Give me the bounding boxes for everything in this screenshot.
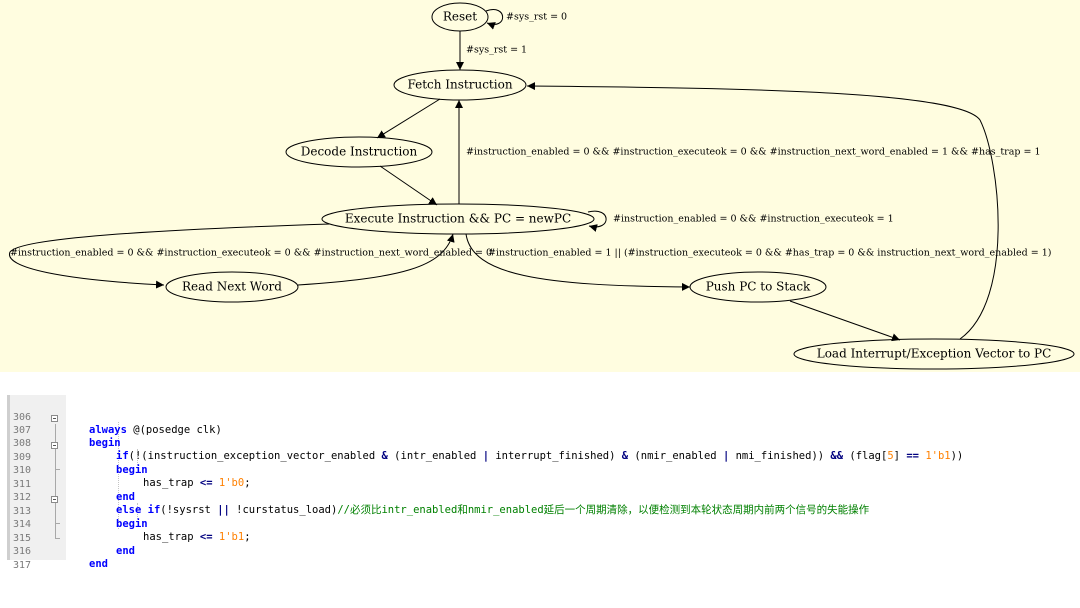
- edge-execute-self-label: #instruction_enabled = 0 && #instruction…: [613, 214, 894, 225]
- code-line-316: 316 end: [0, 532, 1080, 570]
- code-text: end: [89, 558, 108, 570]
- line-number: 308: [13, 438, 32, 449]
- edge-fetch-to-decode: [376, 98, 441, 139]
- code-line-311: 311 end: [0, 465, 1080, 503]
- node-fetch-instruction-label: Fetch Instruction: [407, 78, 512, 92]
- line-number: 310: [13, 465, 32, 476]
- code-line-307: 307 begin: [0, 411, 1080, 449]
- node-decode-instruction: Decode Instruction: [285, 136, 433, 168]
- fold-toggle-line-309[interactable]: [51, 442, 58, 449]
- node-push-pc-to-stack: Push PC to Stack: [689, 271, 827, 303]
- fold-guide-307: [55, 424, 56, 538]
- code-line-308: 308 if(!(instruction_exception_vector_en…: [0, 424, 1080, 462]
- code-text: end: [116, 545, 135, 557]
- code-text: end: [116, 491, 135, 503]
- state-machine-diagram: Reset Fetch Instruction Decode Instructi…: [9, 2, 1075, 370]
- edge-execute-to-push-pc-label: #instruction_enabled = 1 || (#instructio…: [488, 248, 1051, 259]
- code-text: if(!(instruction_exception_vector_enable…: [116, 450, 964, 462]
- code-text: begin: [116, 464, 148, 476]
- line-number: 307: [13, 425, 32, 436]
- state-diagram-panel: Reset Fetch Instruction Decode Instructi…: [0, 0, 1080, 372]
- node-execute-instruction: Execute Instruction && PC = newPC: [321, 203, 595, 235]
- code-line-315: 315 end: [0, 519, 1080, 557]
- edge-reset-to-fetch-label: #sys_rst = 1: [466, 45, 527, 56]
- edge-execute-self: [587, 210, 607, 232]
- edge-reset-self-label: #sys_rst = 0: [506, 12, 567, 23]
- code-text: else if(!sysrst || !curstatus_load)//必须比…: [116, 504, 870, 516]
- fold-end-315: [55, 523, 60, 524]
- edge-reset-self: [485, 9, 503, 30]
- code-text: always @(posedge clk): [89, 424, 222, 436]
- code-line-306: 306 always @(posedge clk): [0, 398, 1080, 436]
- line-number: 316: [13, 546, 32, 557]
- edge-decode-to-execute: [379, 165, 438, 206]
- fold-end-316: [55, 538, 60, 539]
- code-text: has_trap <= 1'b0;: [143, 477, 251, 489]
- indent-guide: [137, 503, 138, 519]
- line-number: 309: [13, 452, 32, 463]
- node-load-vector-label: Load Interrupt/Exception Vector to PC: [817, 347, 1052, 361]
- node-fetch-instruction: Fetch Instruction: [393, 69, 527, 101]
- node-reset: Reset: [431, 2, 489, 32]
- code-comment: //必须比intr_enabled和nmir_enabled延后一个周期清除，以…: [337, 504, 870, 516]
- node-read-next-word-label: Read Next Word: [182, 280, 282, 294]
- edge-push-pc-to-load-vector: [789, 300, 901, 342]
- code-line-317: 317: [0, 546, 1080, 571]
- fold-end-311: [55, 469, 60, 470]
- code-line-313: 313 begin: [0, 492, 1080, 530]
- node-push-pc-to-stack-label: Push PC to Stack: [706, 280, 811, 294]
- indent-guide: [137, 449, 138, 465]
- code-line-312: 312 else if(!sysrst || !curstatus_load)/…: [0, 478, 1080, 516]
- code-line-310: 310 has_trap <= 1'b0;: [0, 451, 1080, 489]
- line-number: 315: [13, 533, 32, 544]
- node-reset-label: Reset: [443, 10, 477, 24]
- line-number-gutter: [7, 395, 66, 560]
- node-read-next-word: Read Next Word: [165, 271, 299, 303]
- edge-execute-to-read-next: [9, 223, 331, 289]
- code-text: begin: [89, 437, 121, 449]
- code-editor: 306 always @(posedge clk) 307 begin 308 …: [0, 395, 1080, 571]
- fold-toggle-line-313[interactable]: [51, 496, 58, 503]
- code-text: begin: [116, 518, 148, 530]
- node-load-vector: Load Interrupt/Exception Vector to PC: [793, 338, 1075, 370]
- node-decode-instruction-label: Decode Instruction: [301, 145, 418, 159]
- line-number: 314: [13, 519, 32, 530]
- line-number: 306: [13, 412, 32, 423]
- line-number: 317: [13, 560, 32, 571]
- line-number: 313: [13, 506, 32, 517]
- code-line-309: 309 begin: [0, 438, 1080, 476]
- line-number: 312: [13, 492, 32, 503]
- node-execute-instruction-label: Execute Instruction && PC = newPC: [345, 212, 571, 226]
- code-text: has_trap <= 1'b1;: [143, 531, 251, 543]
- indent-guide: [118, 422, 119, 529]
- edge-load-vector-to-fetch: [526, 82, 999, 340]
- fold-toggle-line-307[interactable]: [51, 415, 58, 422]
- edge-execute-to-read-next-label: #instruction_enabled = 0 && #instruction…: [10, 248, 492, 259]
- edge-execute-to-push-pc: [465, 233, 691, 291]
- edge-read-next-to-execute: [297, 233, 455, 286]
- line-number: 311: [13, 479, 32, 490]
- code-line-314: 314 has_trap <= 1'b1;: [0, 505, 1080, 543]
- edge-execute-to-fetch-label: #instruction_enabled = 0 && #instruction…: [466, 147, 1041, 158]
